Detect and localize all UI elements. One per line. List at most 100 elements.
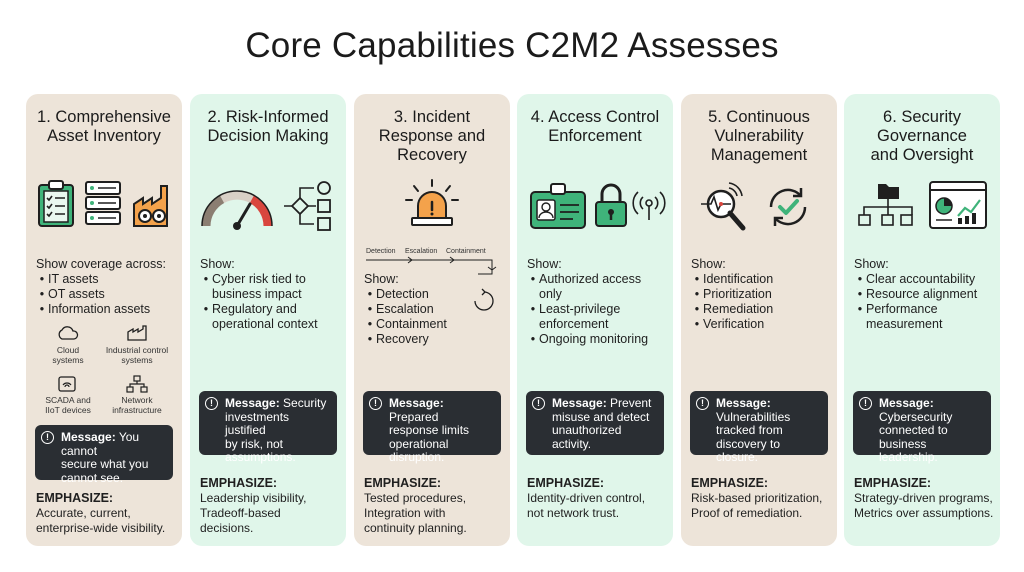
list-item: •Recovery (367, 332, 429, 346)
decision-flow-icon (284, 181, 331, 231)
alert-icon: ! (696, 397, 709, 410)
list-item: •Remediation (694, 302, 774, 316)
card-title: 1. Comprehensive Asset Inventory (30, 108, 178, 146)
emphasize-label: EMPHASIZE: (200, 476, 278, 490)
card-title: 5. Continuous Vulnerability Management (685, 108, 833, 165)
list-item: •Escalation (367, 302, 434, 316)
list-item: •Containment (367, 317, 447, 331)
card-title-line: Governance (877, 127, 967, 145)
card-title: 4. Access Control Enforcement (521, 108, 669, 146)
list-item: •OT assets (39, 287, 105, 301)
server-rack-icon (85, 181, 121, 225)
bullet-list: •Clear accountability •Resource alignmen… (854, 272, 994, 332)
card-title-line: Recovery (397, 146, 467, 164)
emphasize-label: EMPHASIZE: (527, 476, 605, 490)
message-box: ! Message: You cannot secure what you ca… (35, 425, 173, 484)
card-title: 3. Incident Response and Recovery (358, 108, 506, 165)
list-item: •Detection (367, 287, 429, 301)
capability-card-governance: 6. Security Governance and Oversight Sho… (844, 94, 1000, 546)
card-title-line: 4. Access Control (530, 108, 660, 126)
page-title: Core Capabilities C2M2 Assesses (245, 26, 779, 65)
message-box: ! Message: Vulnerabilities tracked from … (690, 391, 828, 464)
list-item: •Regulatory and operational context (203, 302, 318, 331)
dashboard-icon (929, 181, 987, 229)
message-box: ! Message: Prevent misuse and detect una… (526, 391, 664, 455)
message-box: ! Message: Prepared response limits oper… (363, 391, 501, 464)
list-item: •IT assets (39, 272, 99, 286)
message-box: ! Message: Security investments justifie… (199, 391, 337, 464)
network-icon (126, 375, 148, 393)
alert-icon: ! (369, 397, 382, 410)
emphasize-label: EMPHASIZE: (36, 491, 114, 505)
cycle-check-icon (769, 188, 807, 226)
card-title-line: Response and (378, 127, 486, 145)
capability-card-asset-inventory: 1. Comprehensive Asset Inventory Show co… (26, 94, 182, 546)
list-item: •Resource alignment (857, 287, 978, 301)
risk-gauge-icon (201, 190, 273, 230)
wireless-signal-icon (632, 191, 666, 220)
card-icons (844, 174, 1000, 244)
alert-icon: ! (859, 397, 872, 410)
clipboard-checklist-icon (38, 180, 74, 227)
card-title-line: Management (710, 146, 808, 164)
list-item: •Ongoing monitoring (530, 332, 649, 346)
industrial-control-icon (127, 325, 147, 341)
card-title-line: 2. Risk-Informed (207, 108, 329, 126)
timeline-step: Detection (366, 248, 396, 255)
list-item: •Cyber risk tied to business impact (203, 272, 306, 301)
timeline-arrow-icon (366, 256, 497, 311)
card-icons (26, 174, 182, 244)
show-label: Show: (527, 257, 562, 271)
card-title-line: 1. Comprehensive (37, 108, 171, 126)
show-label: Show: (200, 257, 235, 271)
emphasize-label: EMPHASIZE: (364, 476, 442, 490)
list-item: •Prioritization (694, 287, 772, 301)
alert-icon: ! (532, 397, 545, 410)
list-item: •Performance measurement (857, 302, 943, 331)
list-item: •Identification (694, 272, 774, 286)
timeline-step: Containment (446, 248, 486, 255)
card-title-line: Enforcement (548, 127, 642, 145)
factory-gears-icon (133, 185, 168, 227)
card-title-line: Vulnerability (714, 127, 804, 145)
card-title-line: 5. Continuous (708, 108, 810, 126)
emphasize-text: Strategy-driven programs,Metrics over as… (854, 491, 994, 520)
card-icons (517, 174, 673, 244)
bullet-list: •Detection •Escalation •Containment •Rec… (364, 287, 470, 347)
emphasize-text: Accurate, current,enterprise-wide visibi… (36, 506, 166, 535)
cloud-icon (58, 326, 79, 340)
bullet-list: •IT assets •OT assets •Information asset… (36, 272, 176, 317)
show-label: Show coverage across: (36, 257, 166, 271)
card-title-line: and Oversight (870, 146, 974, 164)
card-title-line: 3. Incident (393, 108, 471, 126)
alarm-siren-icon (405, 179, 459, 226)
alert-icon: ! (41, 431, 54, 444)
message-box: ! Message: Cybersecurity connected to bu… (853, 391, 991, 464)
emphasize-label: EMPHASIZE: (691, 476, 769, 490)
list-item: •Authorized access only (530, 272, 642, 301)
capability-card-incident-response: 3. Incident Response and Recovery Detect… (354, 94, 510, 546)
padlock-icon (595, 183, 627, 227)
capability-card-vulnerability-management: 5. Continuous Vulnerability Management S… (681, 94, 837, 546)
emphasize-label: EMPHASIZE: (854, 476, 932, 490)
id-badge-icon (530, 183, 586, 229)
timeline-step: Escalation (405, 248, 438, 255)
card-icons (681, 174, 837, 244)
card-icons (190, 174, 346, 244)
list-item: •Clear accountability (857, 272, 976, 286)
emphasize-text: Risk-based prioritization,Proof of remed… (691, 491, 823, 520)
card-title: 6. Security Governance and Oversight (848, 108, 996, 165)
show-label: Show: (691, 257, 726, 271)
list-item: •Least-privilege enforcement (530, 302, 621, 331)
emphasize-text: Identity-driven control,not network trus… (527, 491, 646, 520)
list-item: •Information assets (39, 302, 151, 316)
bullet-list: •Cyber risk tied to business impact •Reg… (200, 272, 340, 332)
list-item: •Verification (694, 317, 765, 331)
org-chart-icon (858, 184, 913, 226)
alert-icon: ! (205, 397, 218, 410)
card-title-line: Decision Making (207, 127, 329, 145)
card-title-line: Asset Inventory (47, 127, 161, 145)
